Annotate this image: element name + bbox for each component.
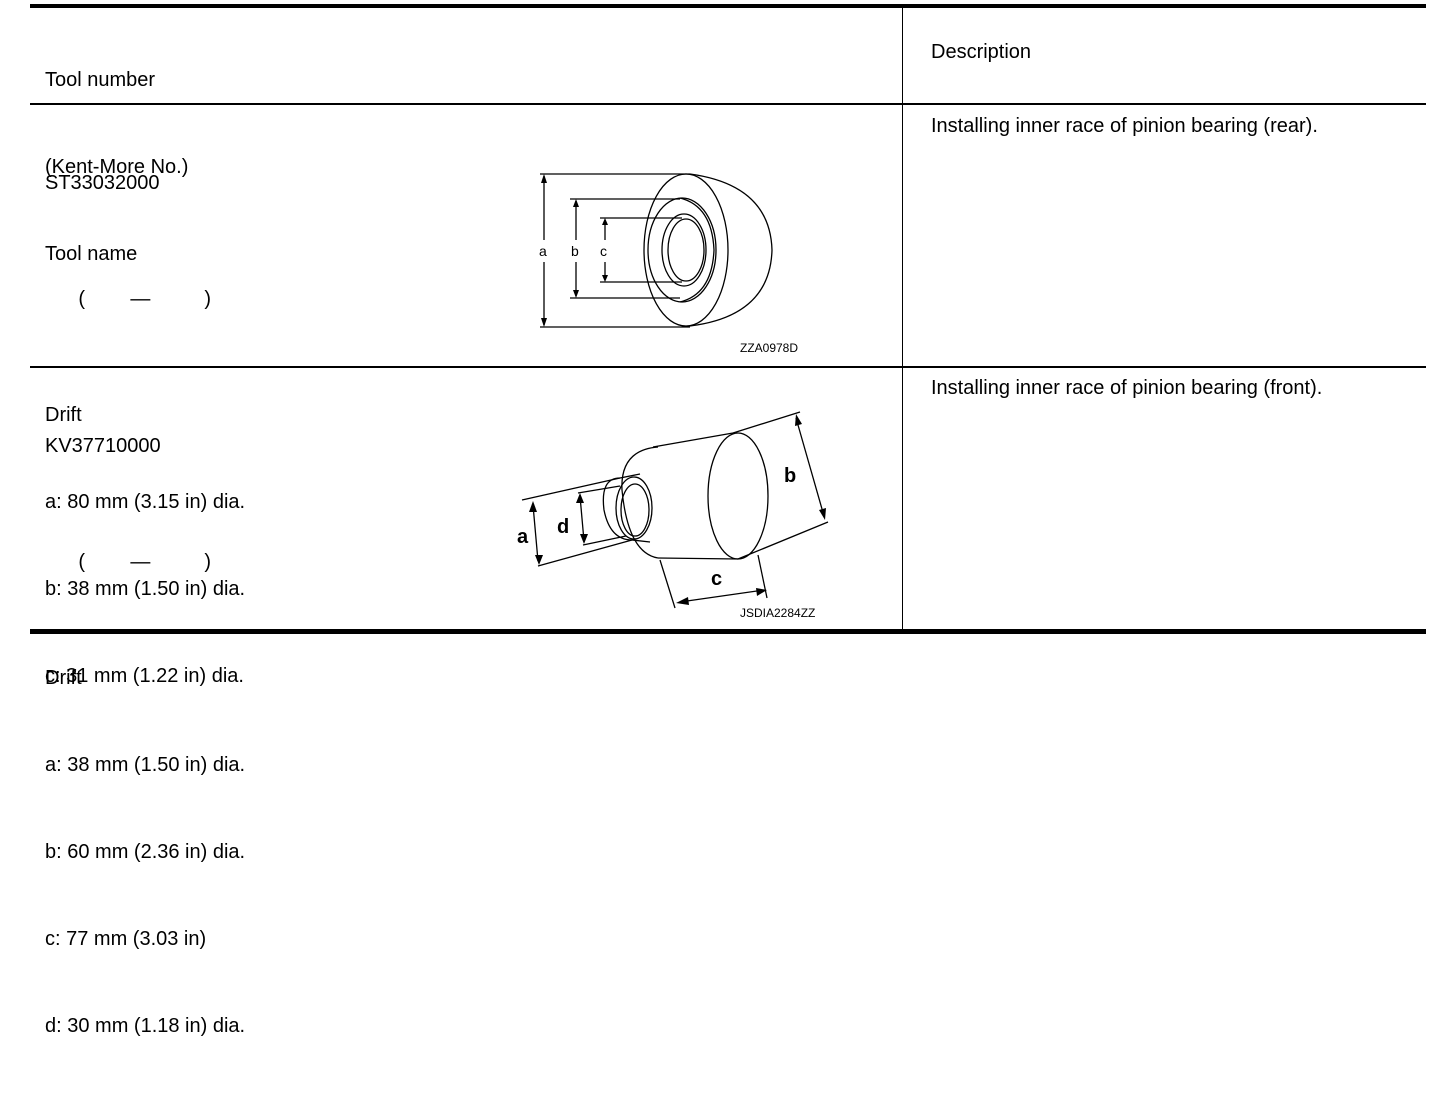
row2-fig-label-b: b — [784, 465, 796, 487]
header-description: Description — [931, 41, 1032, 63]
row1-fig-label-a: a — [539, 243, 547, 259]
row1-description: Installing inner race of pinion bearing … — [931, 115, 1318, 137]
row1-figure-code: ZZA0978D — [740, 341, 798, 355]
row2-spec-d: d: 30 mm (1.18 in) dia. — [45, 1015, 246, 1037]
row2-figure-code: JSDIA2284ZZ — [740, 606, 815, 620]
row1-dash: — — [130, 288, 151, 310]
row2-description: Installing inner race of pinion bearing … — [931, 377, 1323, 399]
row1-kent-more-number: ( —) — [45, 256, 245, 343]
row2-paren-close: ) — [204, 551, 212, 573]
row1-fig-label-c: c — [600, 243, 607, 259]
table-top-rule — [30, 4, 1426, 8]
row2-fig-label-a: a — [517, 526, 529, 548]
tool-table: Tool number (Kent-More No.) Tool name De… — [30, 4, 1426, 1037]
row2-spec-c: c: 77 mm (3.03 in) — [45, 928, 207, 950]
row1-tool-number: ST33032000 — [45, 172, 160, 194]
row1-tool-name: Drift — [45, 404, 82, 426]
row1-paren-close: ) — [204, 288, 212, 310]
column-divider — [902, 8, 903, 629]
header-kent-more: (Kent-More No.) — [45, 156, 189, 178]
row2-dash: — — [130, 551, 151, 573]
header-tool-number: Tool number — [45, 69, 156, 91]
row1-paren-open: ( — [78, 288, 86, 310]
table-bottom-rule — [30, 629, 1426, 634]
row2-kent-more-number: ( —) — [45, 519, 245, 606]
row2-tool-number: KV37710000 — [45, 435, 161, 457]
header-tool-name: Tool name — [45, 243, 138, 265]
row2-fig-label-d: d — [557, 516, 569, 538]
header-tool-column: Tool number (Kent-More No.) Tool name — [45, 8, 188, 327]
header-divider — [30, 103, 1426, 105]
row1-spec-b: b: 38 mm (1.50 in) dia. — [45, 578, 246, 600]
row2-spec-a: a: 38 mm (1.50 in) dia. — [45, 754, 246, 776]
row2-spec-b: b: 60 mm (2.36 in) dia. — [45, 841, 246, 863]
row2-drift-illustration: a b c d JSDIA2284ZZ — [517, 411, 829, 620]
row1-spec-a: a: 80 mm (3.15 in) dia. — [45, 491, 246, 513]
row-divider — [30, 366, 1426, 368]
row2-paren-open: ( — [78, 551, 86, 573]
row2-fig-label-c: c — [711, 568, 722, 590]
row1-drift-illustration: a b c ZZA0978D — [539, 173, 798, 355]
row2-tool-name: Drift — [45, 667, 82, 689]
row1-fig-label-b: b — [571, 243, 579, 259]
